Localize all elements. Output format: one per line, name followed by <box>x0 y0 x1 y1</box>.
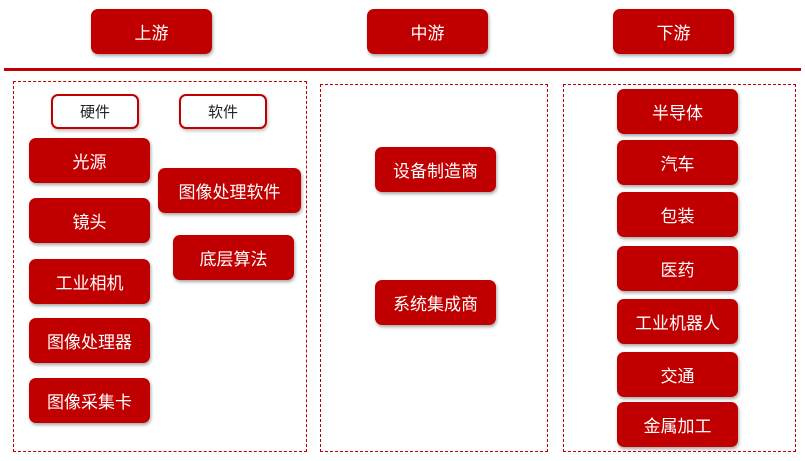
midstream-item-equipment-manufacturer: 设备制造商 <box>375 147 496 192</box>
upstream-header: 上游 <box>91 9 212 54</box>
midstream-panel <box>320 84 548 452</box>
downstream-item-packaging: 包装 <box>617 192 738 237</box>
downstream-item-industrial-robot: 工业机器人 <box>617 299 738 344</box>
midstream-header: 中游 <box>367 9 488 54</box>
downstream-item-metal-processing: 金属加工 <box>617 402 738 447</box>
hardware-label: 硬件 <box>51 94 139 129</box>
downstream-item-transportation: 交通 <box>617 352 738 397</box>
downstream-item-pharmaceutical: 医药 <box>617 246 738 291</box>
midstream-item-system-integrator: 系统集成商 <box>375 280 496 325</box>
downstream-panel <box>563 84 796 452</box>
software-item-low-level-algorithm: 底层算法 <box>173 235 294 280</box>
software-item-image-processing-software: 图像处理软件 <box>158 168 301 213</box>
hardware-item-frame-grabber: 图像采集卡 <box>29 378 150 423</box>
hardware-item-lens: 镜头 <box>29 198 150 243</box>
hardware-item-industrial-camera: 工业相机 <box>29 259 150 304</box>
downstream-item-semiconductor: 半导体 <box>617 89 738 134</box>
header-divider <box>4 68 801 71</box>
software-label: 软件 <box>179 94 267 129</box>
hardware-item-image-processor: 图像处理器 <box>29 318 150 363</box>
hardware-item-light-source: 光源 <box>29 138 150 183</box>
downstream-item-automotive: 汽车 <box>617 140 738 185</box>
downstream-header: 下游 <box>613 9 734 54</box>
upstream-panel <box>13 81 307 452</box>
